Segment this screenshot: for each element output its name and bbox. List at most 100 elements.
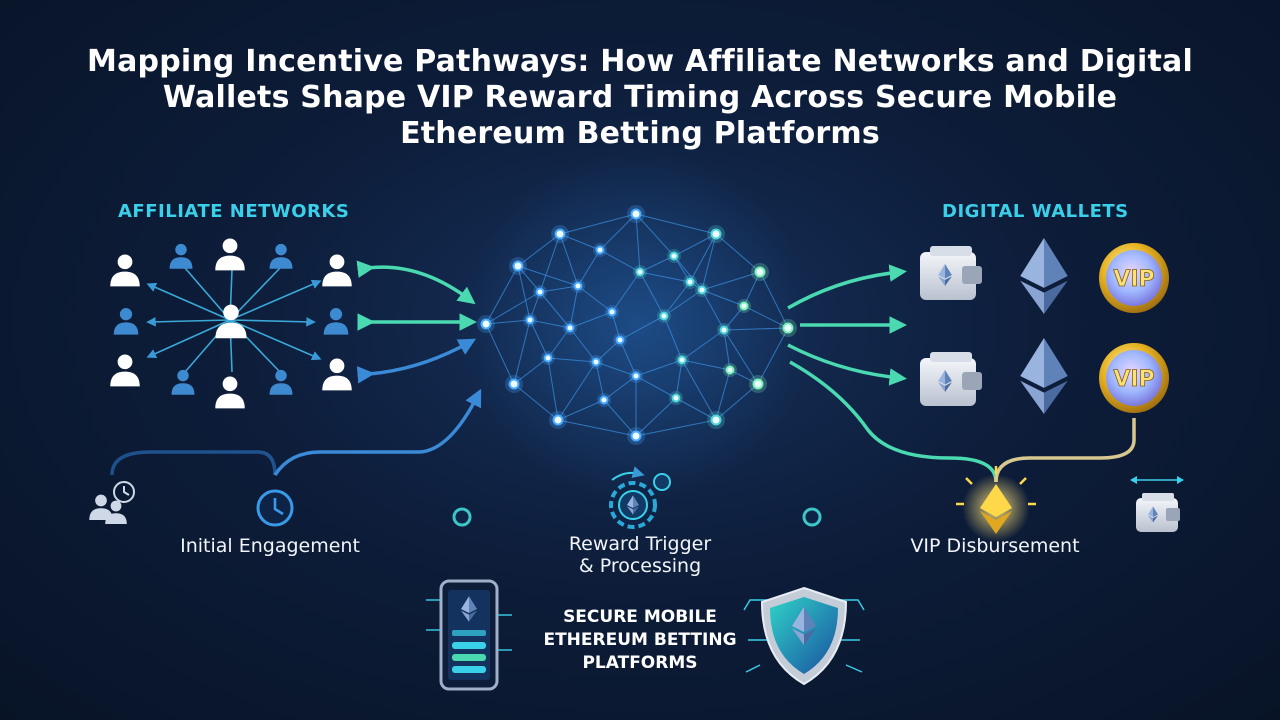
affiliate-networks-label: AFFILIATE NETWORKS: [118, 201, 350, 222]
network-edge: [757, 327, 789, 385]
network-edge: [681, 329, 725, 361]
network-edge: [639, 271, 665, 317]
timeline-connectors: [110, 360, 1136, 483]
network-edge: [547, 357, 559, 421]
network-node: [591, 357, 601, 367]
network-node: [512, 260, 524, 272]
reward-timeline: [89, 466, 1184, 542]
network-node: [607, 307, 617, 317]
network-node: [615, 335, 625, 345]
network-node: [543, 353, 553, 363]
network-edge: [675, 359, 683, 399]
network-node: [710, 414, 722, 426]
network-edge: [635, 213, 641, 273]
secure-label-line-1: SECURE MOBILE: [563, 607, 717, 627]
affiliate-person-icon: [322, 254, 352, 287]
network-edge: [529, 319, 549, 359]
network-node: [635, 267, 645, 277]
network-edge: [635, 419, 717, 437]
stage-reward-trigger-line-1: Reward Trigger: [568, 533, 712, 555]
gear-processing-icon: [609, 466, 671, 529]
network-edge: [569, 285, 579, 329]
network-node: [754, 266, 766, 278]
wallet-row-1: VIP: [920, 238, 1169, 314]
network-edge: [723, 329, 759, 385]
network-edge: [595, 339, 621, 363]
network-edge: [635, 375, 677, 399]
network-node: [630, 430, 642, 442]
network-edge: [715, 233, 761, 273]
network-node: [599, 395, 609, 405]
network-node: [710, 228, 722, 240]
vip-badge: VIP: [1099, 343, 1169, 413]
network-edge: [517, 265, 579, 287]
network-edge: [517, 233, 561, 267]
network-edge: [743, 305, 789, 329]
network-node: [595, 245, 605, 255]
network-edge: [723, 327, 789, 331]
network-edge: [681, 359, 717, 421]
affiliate-person-icon: [110, 254, 140, 287]
network-wallet-arrows: [787, 264, 907, 386]
network-edge: [513, 383, 559, 421]
clock-icon: [256, 489, 294, 527]
network-edge: [639, 271, 691, 283]
vip-badge: VIP: [1099, 243, 1169, 313]
network-edge: [701, 289, 745, 307]
network-edge: [513, 319, 531, 385]
affiliate-person-icon: [269, 369, 293, 395]
affiliate-person-icon: [169, 243, 193, 269]
affiliate-person-icon: [322, 358, 352, 391]
network-edge: [559, 213, 637, 235]
central-network-graph: [463, 150, 813, 500]
network-node: [565, 323, 575, 333]
secure-label-line-3: PLATFORMS: [582, 653, 698, 673]
network-edge: [485, 265, 519, 325]
wallet-row-2: VIP: [920, 338, 1169, 414]
network-edge: [663, 315, 683, 361]
network-edge: [547, 357, 597, 363]
network-edge: [635, 213, 717, 235]
security-shield-icon: [743, 586, 865, 686]
network-node: [725, 365, 735, 375]
vip-badge-text: VIP: [1113, 267, 1154, 292]
network-edge: [569, 327, 597, 363]
network-edge: [517, 265, 541, 293]
network-node: [631, 371, 641, 381]
network-edge: [485, 291, 541, 325]
wallet-icon: [920, 352, 982, 406]
ethereum-icon: [1020, 238, 1068, 314]
network-edge: [673, 255, 703, 291]
title-line-3: Ethereum Betting Platforms: [400, 116, 880, 151]
network-node: [782, 322, 794, 334]
network-node: [752, 378, 764, 390]
network-node: [552, 414, 564, 426]
network-edge: [681, 359, 731, 371]
network-edge: [723, 305, 745, 331]
wallet-icon: [920, 246, 982, 300]
network-edge: [599, 249, 641, 273]
network-edge: [715, 369, 731, 421]
network-edge: [595, 361, 637, 377]
network-edge: [743, 271, 761, 307]
network-edge: [611, 271, 641, 313]
network-edge: [619, 339, 637, 377]
network-node: [671, 393, 681, 403]
title-line-1: Mapping Incentive Pathways: How Affiliat…: [87, 44, 1193, 79]
network-edge: [557, 361, 597, 421]
network-node: [554, 228, 566, 240]
title-line-2: Wallets Shape VIP Reward Timing Across S…: [162, 80, 1118, 115]
secure-platform-label: SECURE MOBILE ETHEREUM BETTING PLATFORMS: [530, 606, 750, 675]
network-edge: [663, 289, 703, 317]
network-node: [669, 251, 679, 261]
network-edge: [723, 329, 731, 371]
network-edge: [715, 383, 759, 421]
affiliate-network-arrows: [356, 260, 477, 384]
network-node: [739, 301, 749, 311]
network-edge: [689, 233, 717, 283]
network-edge: [577, 285, 613, 313]
stage-initial-engagement: Initial Engagement: [180, 535, 360, 557]
network-node: [480, 318, 492, 330]
digital-wallets-label: DIGITAL WALLETS: [942, 201, 1129, 222]
